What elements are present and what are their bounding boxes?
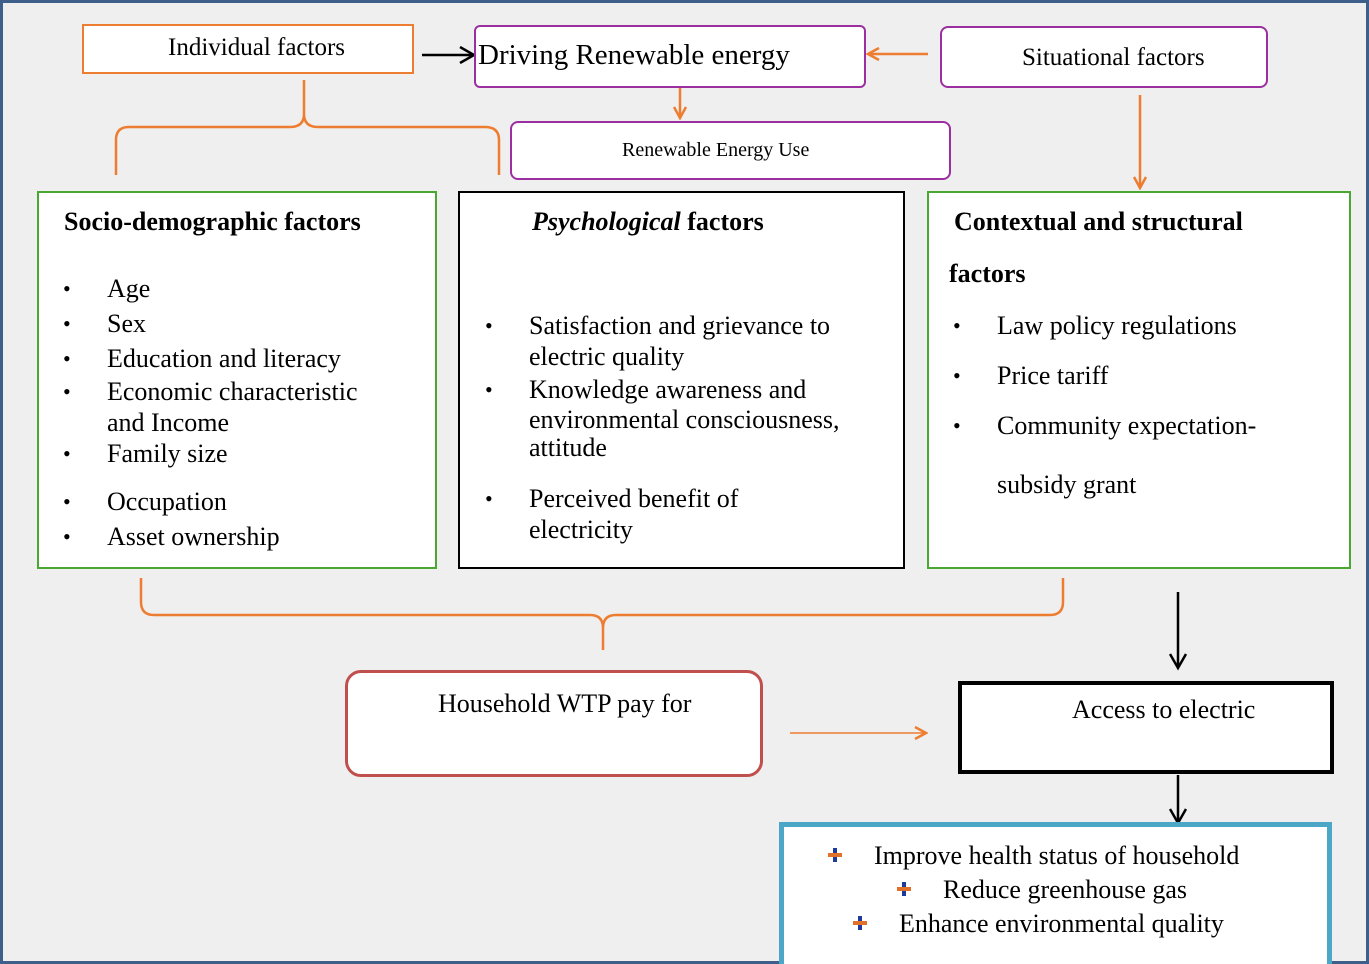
driving-renewable-box: Driving Renewable energy [474,25,866,88]
socio-item-economic: Economic characteristic [63,376,358,407]
psych-item-benefit-cont: electricity [529,515,633,544]
psych-item-satisfaction: Satisfaction and grievance to [485,310,840,341]
plus-bullet-icon [853,916,867,930]
outcome-item-health: Improve health status of household [828,841,1239,871]
individual-factors-brace [114,80,501,175]
psych-item-benefit: Perceived benefit of [485,483,840,514]
psychological-title-italic: Psychological [532,207,681,236]
renewable-use-label: Renewable Energy Use [622,139,810,161]
context-item-community: Community expectation- [953,410,1256,441]
socio-item-occupation: Occupation [63,486,357,517]
socio-item-economic-cont: and Income [107,408,230,437]
individual-factors-label: Individual factors [168,34,346,61]
driving-renewable-label: Driving Renewable energy [478,39,790,71]
socio-demographic-box: Socio-demographic factors Age Sex Educat… [37,191,437,569]
socio-demographic-title: Socio-demographic factors [64,207,361,236]
socio-item-age: Age [63,273,357,304]
factors-to-wtp-brace [139,578,1065,650]
outcome-health-label: Improve health status of household [874,841,1240,870]
household-wtp-box: Household WTP pay for [345,670,763,777]
socio-item-family-size: Family size [63,438,357,469]
psych-item-knowledge-cont2: attitude [529,433,607,462]
outcomes-box: Improve health status of household Reduc… [779,822,1332,964]
renewable-use-box: Renewable Energy Use [510,121,951,180]
outcome-item-environment: Enhance environmental quality [853,909,1224,939]
socio-item-sex: Sex [63,308,357,339]
outcome-item-greenhouse: Reduce greenhouse gas [897,875,1187,905]
household-wtp-label: Household WTP pay for [438,689,692,718]
socio-item-asset: Asset ownership [63,521,357,552]
psych-item-knowledge: Knowledge awareness and [485,374,840,405]
outcome-greenhouse-label: Reduce greenhouse gas [943,875,1188,904]
psychological-box: Psychological factors Satisfaction and g… [458,191,905,569]
contextual-title-line2: factors [949,259,1026,288]
psychological-title-rest: factors [680,207,764,236]
contextual-title-line1: Contextual and structural [954,207,1243,236]
situational-factors-box: Situational factors [940,26,1268,88]
outcome-environment-label: Enhance environmental quality [899,909,1224,938]
context-item-community-cont: subsidy grant [997,470,1137,499]
access-electric-label: Access to electric [1072,695,1256,724]
context-item-price: Price tariff [953,360,1256,391]
psych-item-satisfaction-cont: electric quality [529,342,685,371]
access-electric-box: Access to electric [958,681,1334,774]
socio-item-education: Education and literacy [63,343,357,374]
individual-factors-box: Individual factors [82,24,414,74]
plus-bullet-icon [897,882,911,896]
psychological-title: Psychological factors [532,207,764,237]
situational-factors-label: Situational factors [1022,44,1205,71]
contextual-box: Contextual and structural factors Law po… [927,191,1351,569]
plus-bullet-icon [828,848,842,862]
context-item-law: Law policy regulations [953,310,1256,341]
psych-item-knowledge-cont: environmental consciousness, [529,405,840,434]
